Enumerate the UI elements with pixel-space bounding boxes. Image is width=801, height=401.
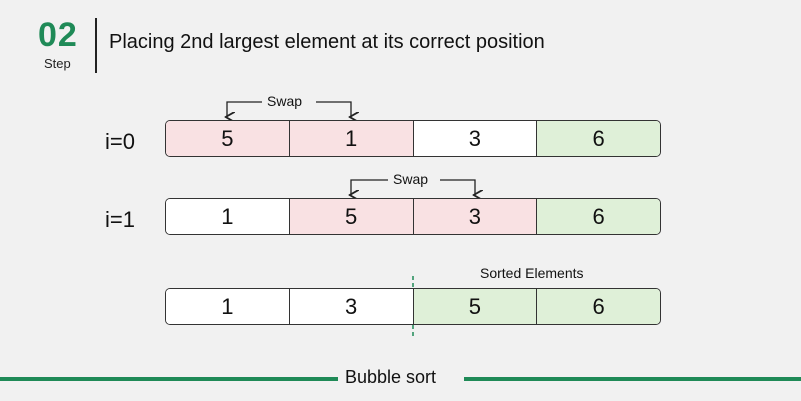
row-label: i=1	[105, 207, 135, 232]
footer-title: Bubble sort	[345, 367, 437, 387]
array-result: 1 3 5 6	[165, 288, 661, 325]
footer-line-right	[464, 377, 801, 381]
swap-arrow-left	[227, 101, 262, 117]
page-title: Placing 2nd largest element at its corre…	[109, 31, 545, 53]
array-cell: 3	[289, 289, 414, 324]
array-cell: 3	[413, 199, 538, 234]
array-cell: 6	[537, 289, 660, 324]
row-label: i=0	[105, 129, 135, 154]
step-word: Step	[44, 56, 71, 71]
array-cell: 1	[166, 199, 290, 234]
swap-arrow-right	[440, 179, 475, 195]
array-cell: 1	[289, 121, 414, 156]
step-number: 02	[38, 16, 78, 54]
array-row-0: 5 1 3 6	[165, 120, 661, 157]
array-cell: 6	[537, 199, 660, 234]
array-cell: 6	[537, 121, 660, 156]
array-cell: 3	[413, 121, 538, 156]
array-cell: 5	[289, 199, 414, 234]
array-row-1: 1 5 3 6	[165, 198, 661, 235]
swap-label: Swap	[267, 93, 303, 109]
header-divider	[95, 18, 97, 73]
array-cell: 5	[166, 121, 290, 156]
array-cell: 5	[413, 289, 538, 324]
swap-arrow-left	[351, 179, 388, 195]
array-cell: 1	[166, 289, 290, 324]
swap-arrow-right	[316, 101, 351, 117]
sorted-elements-label: Sorted Elements	[480, 265, 584, 281]
swap-label: Swap	[393, 171, 429, 187]
footer-line-left	[0, 377, 338, 381]
